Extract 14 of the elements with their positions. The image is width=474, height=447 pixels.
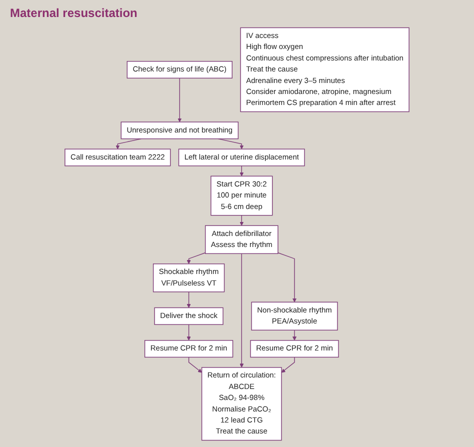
arrow <box>292 330 297 341</box>
arrow <box>188 356 202 373</box>
arrow <box>278 252 297 302</box>
arrow <box>240 214 244 226</box>
arrow <box>178 78 182 122</box>
arrow <box>281 356 295 373</box>
arrow <box>240 166 244 176</box>
arrow <box>186 324 191 341</box>
arrow <box>186 292 191 308</box>
arrow <box>116 138 142 150</box>
diagram-title: Maternal resuscitation <box>10 6 138 20</box>
arrow <box>218 138 244 150</box>
arrow <box>240 253 244 368</box>
arrow <box>186 252 206 264</box>
